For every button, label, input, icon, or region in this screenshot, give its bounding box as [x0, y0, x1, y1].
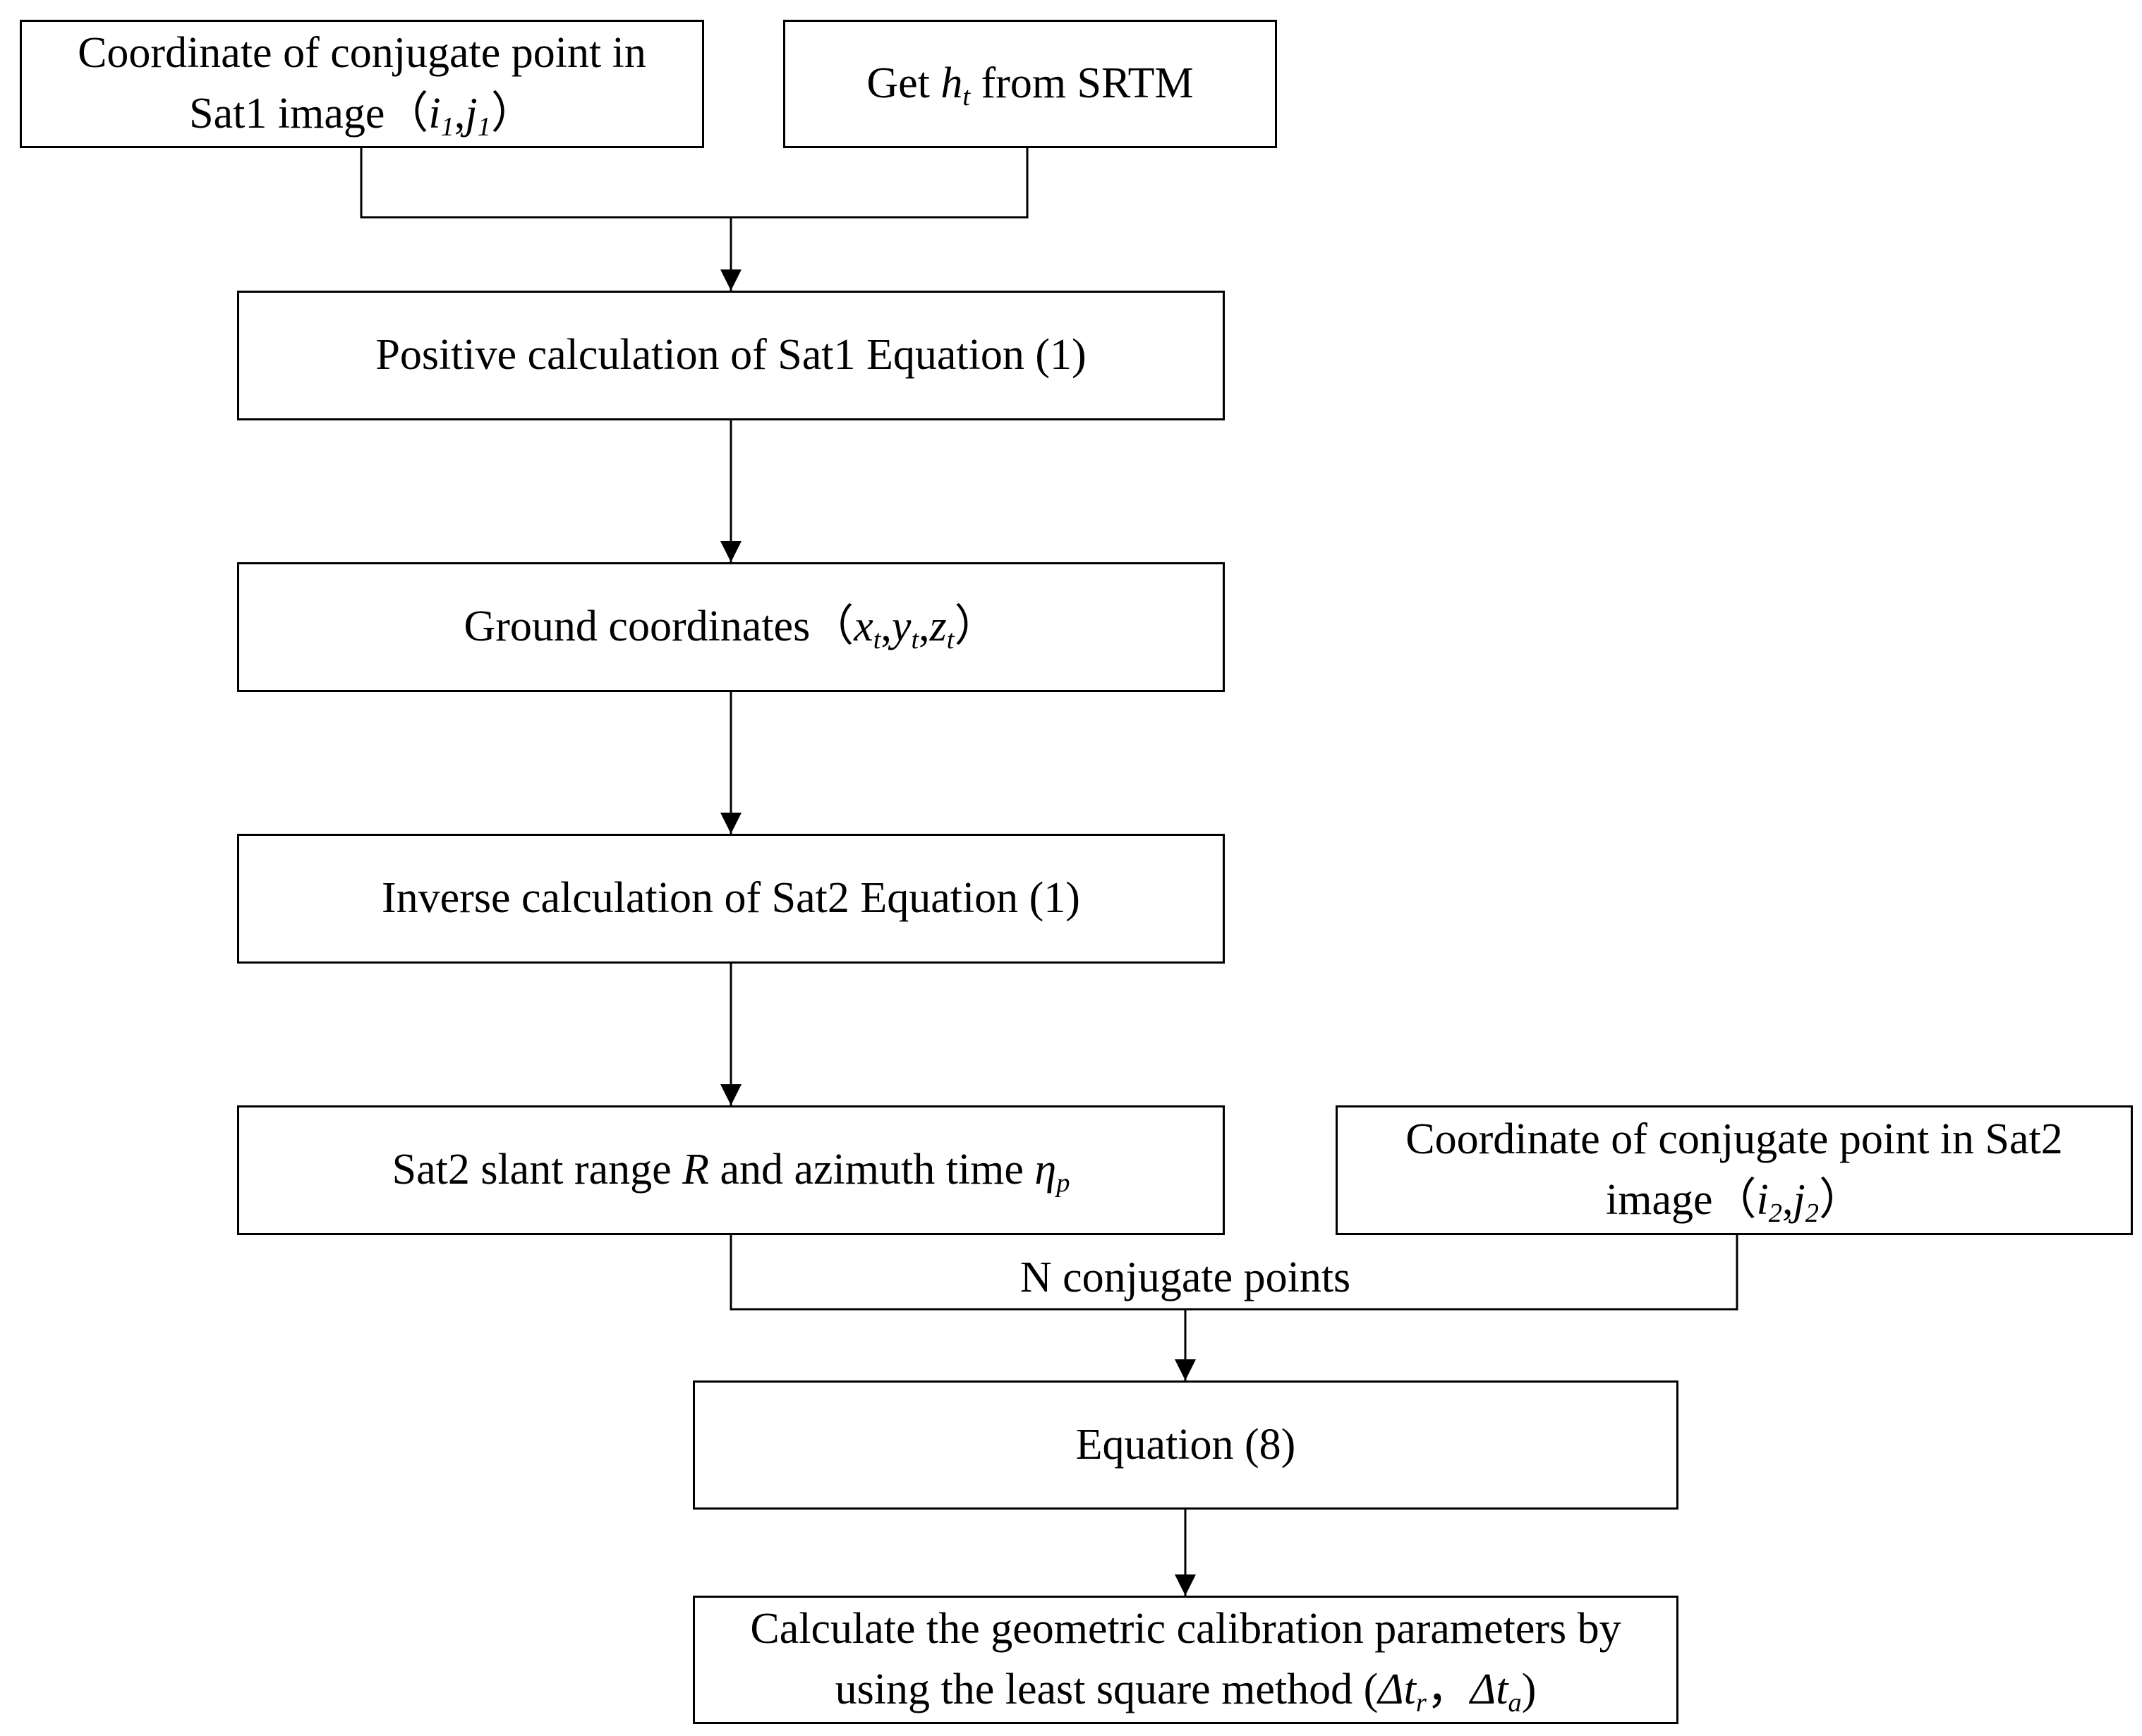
positive-calculation-box: Positive calculation of Sat1 Equation (1… — [237, 291, 1225, 420]
sat2-point-line1: Coordinate of conjugate point in Sat2 — [1405, 1115, 2063, 1164]
merge-connector-bottom — [730, 1235, 1738, 1311]
inverse-calculation-label: Inverse calculation of Sat2 Equation (1) — [382, 874, 1080, 923]
ground-coordinates-box: Ground coordinates（xt,yt,zt） — [237, 562, 1225, 692]
sat2-conjugate-point-box: Coordinate of conjugate point in Sat2 im… — [1336, 1105, 2133, 1235]
sat1-conjugate-point-box: Coordinate of conjugate point in Sat1 im… — [20, 20, 704, 148]
srtm-height-box: Get ht from SRTM — [783, 20, 1277, 148]
sat2-point-line2: image（i2,j2） — [1606, 1176, 1863, 1228]
slant-range-label: Sat2 slant range R and azimuth time ηp — [392, 1146, 1070, 1198]
slant-range-box: Sat2 slant range R and azimuth time ηp — [237, 1105, 1225, 1235]
calibration-line1: Calculate the geometric calibration para… — [750, 1605, 1621, 1653]
inverse-calculation-box: Inverse calculation of Sat2 Equation (1) — [237, 834, 1225, 964]
positive-calculation-label: Positive calculation of Sat1 Equation (1… — [375, 331, 1087, 380]
merge-connector-top — [360, 148, 1029, 219]
sat1-point-line1: Coordinate of conjugate point in — [78, 29, 646, 78]
equation8-box: Equation (8) — [693, 1380, 1678, 1510]
n-conjugate-points-label: N conjugate points — [1019, 1254, 1351, 1301]
calibration-box: Calculate the geometric calibration para… — [693, 1596, 1678, 1724]
calibration-line2: using the least square method (Δtr，Δta) — [835, 1665, 1537, 1718]
sat1-point-line2: Sat1 image（i1,j1） — [189, 90, 535, 142]
equation8-label: Equation (8) — [1075, 1420, 1296, 1469]
srtm-label: Get ht from SRTM — [866, 59, 1194, 111]
ground-coordinates-label: Ground coordinates（xt,yt,zt） — [464, 602, 998, 655]
